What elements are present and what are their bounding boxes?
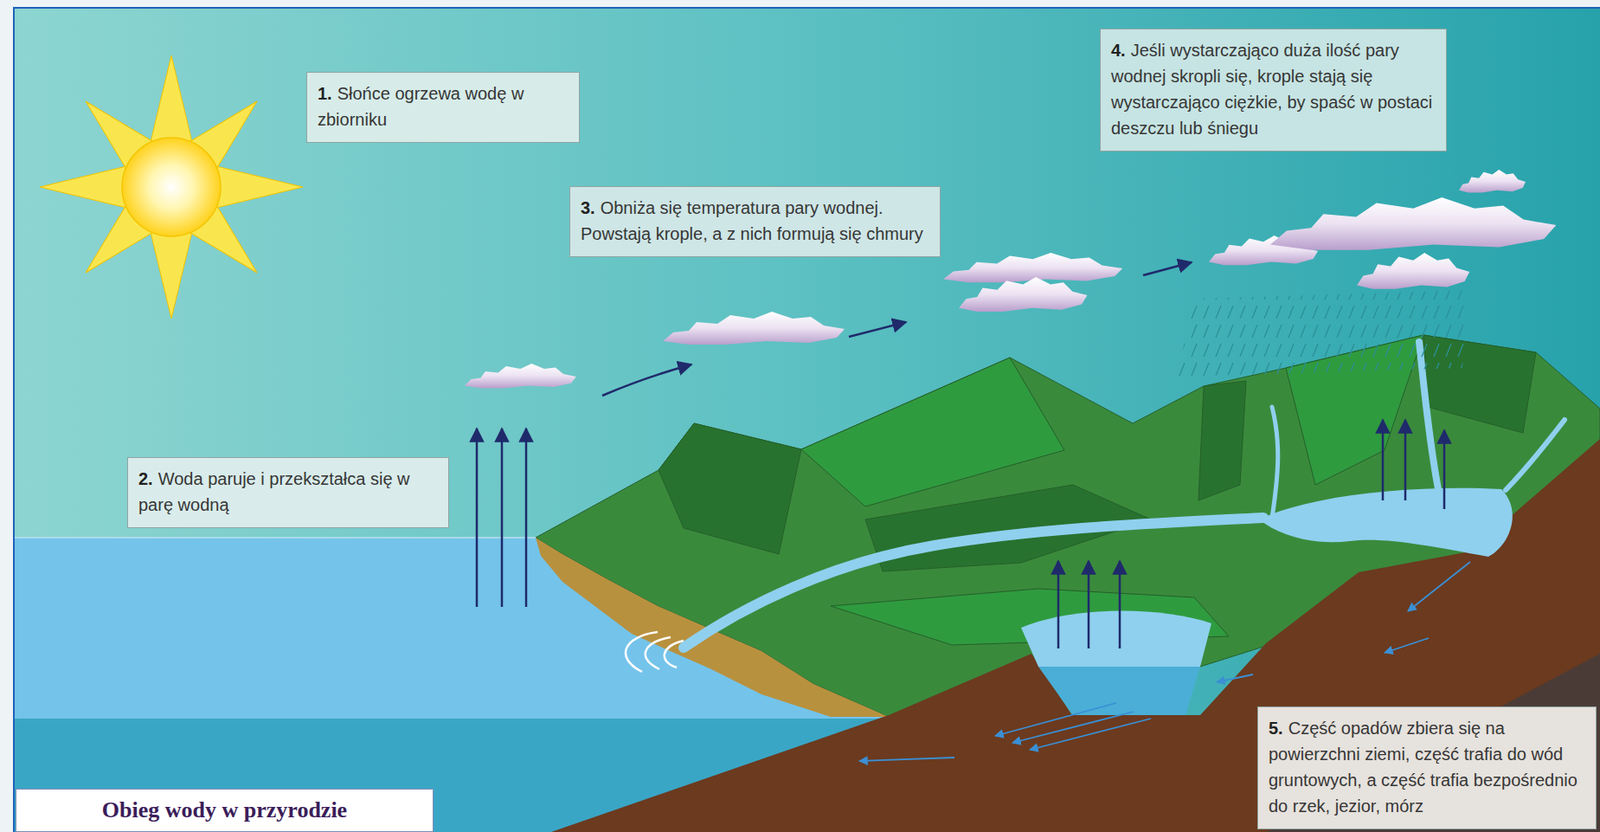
evaporation-arrow (525, 428, 528, 607)
step-text: Część opadów zbiera się na powierzchni z… (1268, 718, 1578, 816)
cloud (1356, 252, 1470, 290)
step-text: Słońce ogrzewa wodę w zbiorniku (317, 83, 524, 129)
groundwater-arrow (1384, 637, 1429, 653)
lake (1021, 610, 1212, 715)
sun (39, 166, 127, 208)
cloud (662, 311, 845, 345)
sea (14, 536, 541, 539)
evaporation-arrow (1057, 560, 1061, 649)
cloud-movement-arrow (602, 364, 692, 396)
evaporation-arrow (475, 428, 479, 607)
evaporation-arrow (476, 419, 1445, 649)
evaporation-arrow (1381, 419, 1385, 501)
land (801, 357, 1065, 507)
evaporation-arrow (1443, 430, 1446, 509)
step-box: 5.Część opadów zbiera się na powierzchni… (1257, 706, 1597, 829)
step-text-block: 3.Obniża się temperatura pary wodnej. Po… (580, 194, 930, 247)
step-text-block: 2.Woda paruje i przekształca się w parę … (138, 465, 438, 518)
lake (1021, 610, 1212, 667)
river-mouth-swirl (645, 636, 671, 669)
river (1505, 419, 1565, 490)
river-mouth-swirl (625, 631, 684, 672)
cloud (958, 276, 1087, 312)
land (1198, 380, 1247, 501)
evaporation-arrow (1404, 419, 1408, 501)
sun (39, 55, 303, 319)
step-number: 1. (317, 83, 333, 103)
sun (150, 55, 193, 142)
step-number: 5. (1268, 718, 1284, 738)
cloud-movement-arrow (1143, 262, 1192, 276)
cloud (1270, 197, 1556, 251)
step-box: 3.Obniża się temperatura pary wodnej. Po… (569, 186, 941, 258)
earth-cross-section (551, 438, 1600, 832)
step-text: Woda paruje i przekształca się w parę wo… (138, 469, 411, 515)
step-number: 2. (138, 469, 154, 489)
groundwater-arrow (1029, 718, 1151, 750)
evaporation-arrow (1087, 560, 1091, 649)
step-text: Obniża się temperatura pary wodnej. Pows… (580, 198, 924, 244)
step-text-block: 1.Słońce ogrzewa wodę w zbiorniku (317, 80, 569, 133)
step-box: 2.Woda paruje i przekształca się w parę … (127, 456, 450, 528)
river (683, 341, 1565, 648)
cloud (464, 363, 577, 389)
step-number: 4. (1111, 40, 1126, 60)
lake (1038, 666, 1201, 715)
step-text-block: 5.Część opadów zbiera się na powierzchni… (1268, 714, 1586, 819)
step-number: 3. (580, 198, 596, 218)
sun (216, 166, 303, 208)
groundwater-arrow (859, 757, 955, 761)
rain (1176, 289, 1472, 377)
evaporation-arrow (501, 428, 504, 607)
sun (150, 231, 193, 319)
cloud (464, 169, 1556, 389)
mountain-lake (1259, 488, 1513, 557)
cloud-movement-arrow (602, 262, 1192, 396)
diagram-title: Obieg wody w przyrodzie (102, 796, 347, 823)
river-mouth-swirl (664, 640, 684, 668)
cloud-movement-arrow (848, 321, 907, 337)
sun (39, 55, 303, 319)
groundwater-arrow (1407, 561, 1471, 611)
background (13, 7, 1600, 832)
step-text-block: 4.Jeśli wystarczająco duża ilość pary wo… (1111, 37, 1436, 142)
sun (122, 137, 221, 237)
groundwater-arrow (1216, 674, 1254, 682)
mountain-lake (1259, 488, 1513, 557)
land (658, 423, 802, 554)
rain (1176, 289, 1472, 377)
river (683, 517, 1264, 648)
cloud (943, 252, 1123, 283)
earth-cross-section (551, 438, 1600, 832)
step-box: 4.Jeśli wystarczająco duża ilość pary wo… (1099, 28, 1447, 152)
step-box: 1.Słońce ogrzewa wodę w zbiorniku (306, 71, 580, 143)
river (1272, 406, 1279, 518)
title-box: Obieg wody w przyrodzie (15, 788, 434, 832)
evaporation-arrow (1118, 560, 1122, 649)
cloud (1458, 169, 1526, 193)
step-text: Jeśli wystarczająco duża ilość pary wodn… (1111, 40, 1433, 138)
